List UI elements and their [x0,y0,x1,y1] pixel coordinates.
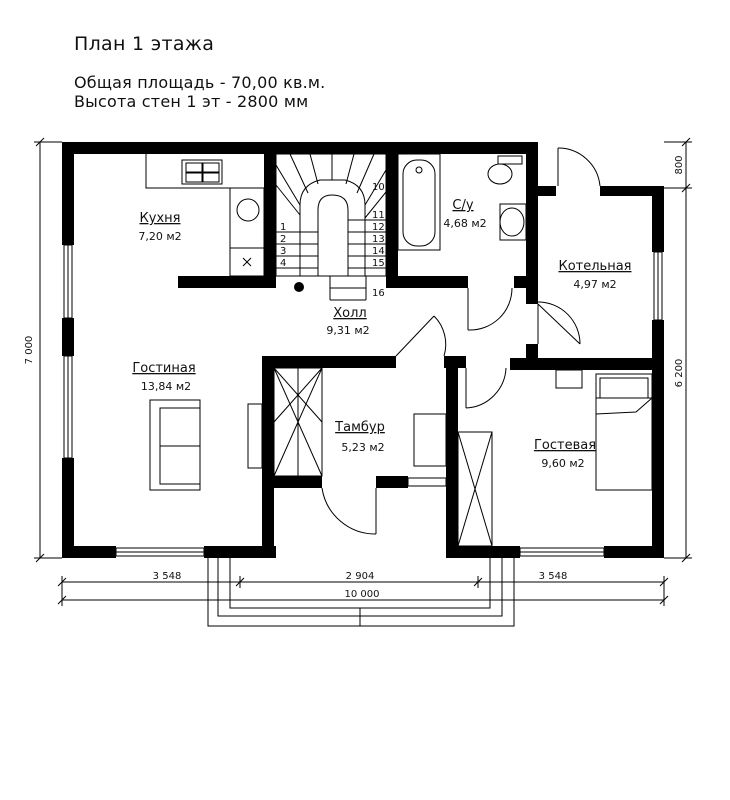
kitchen-area: 7,20 м2 [138,230,181,243]
windows [63,244,663,557]
living-area: 13,84 м2 [141,380,191,393]
total-area-label: Общая площадь - 70,00 кв.м. [74,73,326,92]
stair-number: 4 [280,258,286,269]
vestibule-name: Тамбур [334,420,385,435]
staircase: 1 2 3 4 10 11 12 13 14 15 16 [275,153,387,301]
boiler-name: Котельная [558,259,631,274]
dim-right-top: 800 [674,155,685,174]
plan-title: План 1 этажа [74,33,215,55]
outer-walls [62,142,664,558]
stair-number: 11 [372,210,385,221]
dim-bottom-total: 10 000 [345,589,380,600]
interior-walls [178,154,664,558]
vestibule-area: 5,23 м2 [341,441,384,454]
stair-number: 2 [280,234,286,245]
stair-number: 12 [372,222,385,233]
bathroom-fixtures [397,153,527,251]
stair-number: 1 [280,222,286,233]
kitchen-name: Кухня [140,211,181,226]
stair-number: 14 [372,246,385,257]
guest-furniture [555,369,654,491]
stair-number: 3 [280,246,286,257]
dim-bottom-right: 3 548 [539,571,568,582]
living-furniture [149,399,268,491]
stair-post [294,282,304,292]
stair-number: 16 [372,288,385,299]
dim-bottom-left: 3 548 [153,571,182,582]
guest-name: Гостевая [534,438,596,453]
guest-area: 9,60 м2 [541,457,584,470]
porch [207,558,515,627]
hall-area: 9,31 м2 [326,324,369,337]
living-name: Гостиная [132,361,195,376]
stair-number: 10 [372,182,385,193]
kitchen-furniture [145,154,265,277]
dim-bottom-mid: 2 904 [346,571,375,582]
bath-area: 4,68 м2 [443,217,486,230]
doors [321,147,601,535]
wall-height-label: Высота стен 1 эт - 2800 мм [74,92,309,111]
stair-number: 13 [372,234,385,245]
hall-name: Холл [333,306,366,321]
bath-name: С/у [452,198,473,213]
stair-number: 15 [372,258,385,269]
dim-right-main: 6 200 [674,359,685,388]
boiler-area: 4,97 м2 [573,278,616,291]
room-labels: Кухня 7,20 м2 С/у 4,68 м2 Котельная 4,97… [132,198,631,470]
vestibule-storage [273,367,493,547]
dimension-lines: 7 000 800 6 200 3 548 2 904 3 548 10 000 [24,137,692,606]
dim-left-total: 7 000 [24,336,35,365]
